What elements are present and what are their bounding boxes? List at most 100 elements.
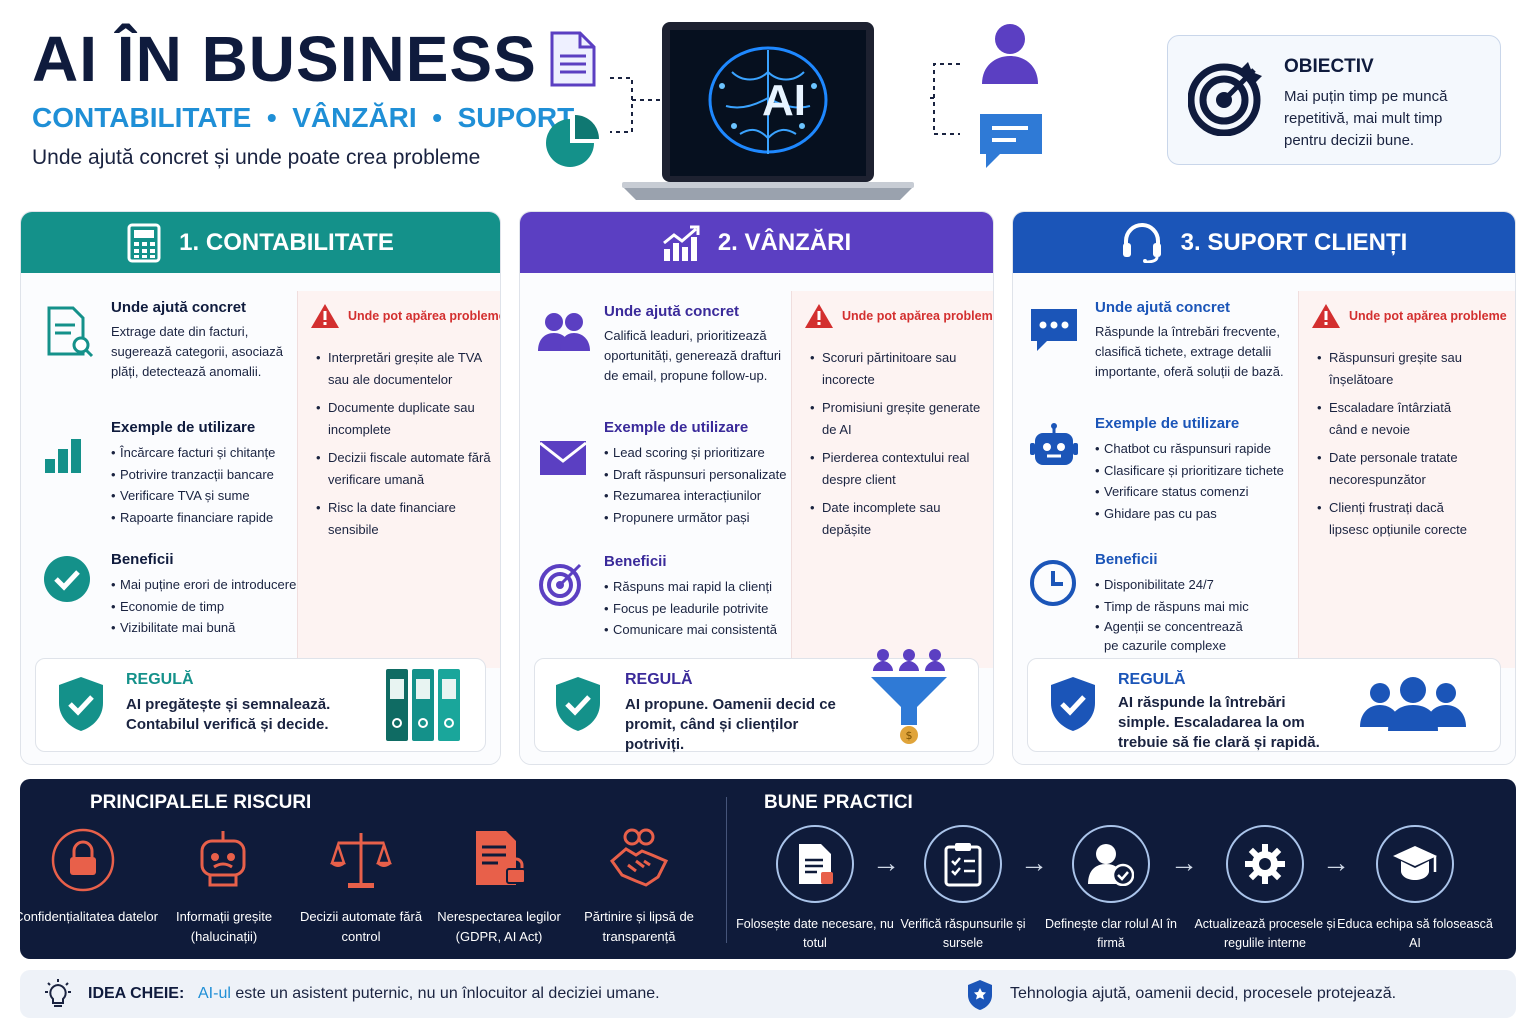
svg-text:$: $ xyxy=(906,729,913,742)
problems-panel: Unde pot apărea probleme Răspunsuri greș… xyxy=(1298,291,1515,668)
page-tagline: Unde ajută concret și unde poate crea pr… xyxy=(32,146,481,169)
gear-icon xyxy=(1245,844,1285,884)
problems-panel: Unde pot apărea probleme Interpretări gr… xyxy=(297,291,500,668)
benefit-item: Economie de timp xyxy=(111,596,297,618)
arrow-icon: → xyxy=(872,847,900,878)
lightbulb-icon xyxy=(45,979,71,1007)
users-icon xyxy=(538,313,590,351)
column-header-accounting: 1. CONTABILITATE xyxy=(21,212,500,273)
key-idea-text: AI-ul este un asistent puternic, nu un î… xyxy=(198,985,660,1003)
example-item: Verificare status comenzi xyxy=(1095,481,1295,503)
practice-circle xyxy=(1376,825,1454,903)
benefit-item: Răspuns mai rapid la clienți xyxy=(604,576,788,598)
column-header-sales: 2. VÂNZĂRI xyxy=(520,212,993,273)
problem-item: Decizii fiscale automate fără verificare… xyxy=(316,447,492,491)
problems-title: Unde pot apărea probleme xyxy=(1349,309,1507,323)
problem-item: Pierderea contextului real despre client xyxy=(810,447,985,491)
practices-title: BUNE PRACTICI xyxy=(764,792,913,813)
legal-document-lock-icon xyxy=(476,831,526,885)
column-title-support: 3. SUPORT CLIENȚI xyxy=(1180,228,1408,256)
rule-text: AI răspunde la întrebări simple. Escalad… xyxy=(1118,694,1320,751)
practice-item: Verifică răspunsurile și sursele xyxy=(900,917,1026,950)
scales-icon xyxy=(330,833,392,888)
where-text: Extrage date din facturi, sugerează cate… xyxy=(111,324,283,379)
graduation-cap-icon xyxy=(1393,846,1437,880)
document-icon xyxy=(550,31,596,87)
binders-icon xyxy=(386,669,460,741)
key-idea-label: IDEA CHEIE: xyxy=(88,985,185,1002)
problems-panel: Unde pot apărea probleme Scoruri părtini… xyxy=(791,291,993,668)
page-title: AI ÎN BUSINESS xyxy=(32,23,537,95)
problems-title: Unde pot apărea probleme xyxy=(348,309,501,323)
benefit-item: Agenții se concentrează pe cazurile comp… xyxy=(1095,617,1245,655)
sales-funnel-icon: $ xyxy=(871,649,947,744)
example-item: Lead scoring și prioritizare xyxy=(604,442,788,464)
problem-item: Documente duplicate sau incomplete xyxy=(316,397,492,441)
growth-chart-icon xyxy=(662,225,700,261)
column-accounting: 1. CONTABILITATE Unde ajută concret Extr… xyxy=(20,211,501,765)
practice-item: Definește clar rolul AI în firmă xyxy=(1044,917,1177,950)
checklist-icon xyxy=(944,843,982,887)
rule-card: REGULĂ AI răspunde la întrebări simple. … xyxy=(1027,658,1501,752)
practice-circle xyxy=(924,825,1002,903)
calculator-icon xyxy=(127,223,161,262)
practice-item: Folosește date necesare, nu totul xyxy=(736,917,894,950)
risk-item: Nerespectarea legilor (GDPR, AI Act) xyxy=(437,909,561,944)
rule-text: AI propune. Oamenii decid ce promit, cân… xyxy=(625,696,836,753)
rule-text: AI pregătește și semnalează. Contabilul … xyxy=(126,696,331,733)
benefit-item: Mai puține erori de introducere xyxy=(111,574,297,596)
problem-item: Promisiuni greșite generate de AI xyxy=(810,397,985,441)
where-text: Răspunde la întrebări frecvente, clasifi… xyxy=(1095,324,1284,379)
benefit-item: Disponibilitate 24/7 xyxy=(1095,574,1295,596)
problem-item: Clienți frustrați dacă lipsesc opțiunile… xyxy=(1317,497,1475,541)
shield-check-icon xyxy=(556,677,600,731)
example-item: Draft răspunsuri personalizate xyxy=(604,464,788,486)
risk-item: Decizii automate fără control xyxy=(299,909,423,944)
benefit-item: Comunicare mai consistentă xyxy=(604,619,788,641)
lock-icon xyxy=(51,828,115,892)
shield-star-icon xyxy=(968,980,992,1010)
example-item: Rezumarea interacțiunilor xyxy=(604,485,788,507)
problem-item: Scoruri părtinitoare sau incorecte xyxy=(810,347,985,391)
warning-icon xyxy=(311,304,339,328)
key-idea-text-2: Tehnologia ajută, oamenii decid, procese… xyxy=(1010,985,1397,1002)
practice-item: Actualizează procesele și regulile inter… xyxy=(1194,917,1336,950)
example-item: Propunere următor pași xyxy=(604,507,788,529)
benefit-item: Focus pe leadurile potrivite xyxy=(604,598,788,620)
problem-item: Răspunsuri greșite sau înșelătoare xyxy=(1317,347,1475,391)
robot-error-icon xyxy=(200,831,246,887)
rule-title: REGULĂ xyxy=(625,671,693,688)
key-idea-rest: este un asistent puternic, nu un înlocui… xyxy=(230,985,660,1002)
column-sales: 2. VÂNZĂRI Unde ajută concret Califică l… xyxy=(519,211,994,765)
invoice-search-icon xyxy=(47,306,94,358)
example-item: Rapoarte financiare rapide xyxy=(111,507,297,529)
arrow-icon: → xyxy=(1170,847,1198,878)
practice-circle xyxy=(1226,825,1304,903)
warning-icon xyxy=(1312,304,1340,328)
example-item: Ghidare pas cu pas xyxy=(1095,503,1295,525)
warning-icon xyxy=(805,304,833,328)
problems-title: Unde pot apărea probleme xyxy=(842,309,994,323)
rule-card: REGULĂ AI pregătește și semnalează. Cont… xyxy=(35,658,486,752)
rule-title: REGULĂ xyxy=(126,671,194,688)
where-title: Unde ajută concret xyxy=(604,303,740,320)
pie-chart-icon xyxy=(546,115,599,167)
practice-circle xyxy=(1072,825,1150,903)
key-idea-bar: IDEA CHEIE: AI-ul este un asistent puter… xyxy=(20,970,1516,1018)
example-item: Verificare TVA și sume xyxy=(111,485,297,507)
problem-item: Risc la date financiare sensibile xyxy=(316,497,492,541)
robot-icon xyxy=(1030,423,1078,465)
key-idea-ai: AI-ul xyxy=(198,985,231,1002)
problem-item: Interpretări greșite ale TVA sau ale doc… xyxy=(316,347,492,391)
column-header-support: 3. SUPORT CLIENȚI xyxy=(1013,212,1515,273)
team-icon xyxy=(1360,677,1466,731)
risks-practices-panel: PRINCIPALELE RISCURI BUNE PRACTICI Confi… xyxy=(14,779,1516,959)
connector-lines-right xyxy=(928,63,960,135)
column-title-sales: 2. VÂNZĂRI xyxy=(717,228,852,256)
where-title: Unde ajută concret xyxy=(111,299,247,316)
risk-item: Confidențialitatea datelor xyxy=(14,909,158,924)
benefit-item: Vizibilitate mai bună xyxy=(111,617,297,639)
page-subtitle: CONTABILITATE • VÂNZĂRI • SUPORT xyxy=(32,102,575,133)
column-title-accounting: 1. CONTABILITATE xyxy=(179,228,394,256)
example-item: Încărcare facturi și chitanțe xyxy=(111,442,297,464)
